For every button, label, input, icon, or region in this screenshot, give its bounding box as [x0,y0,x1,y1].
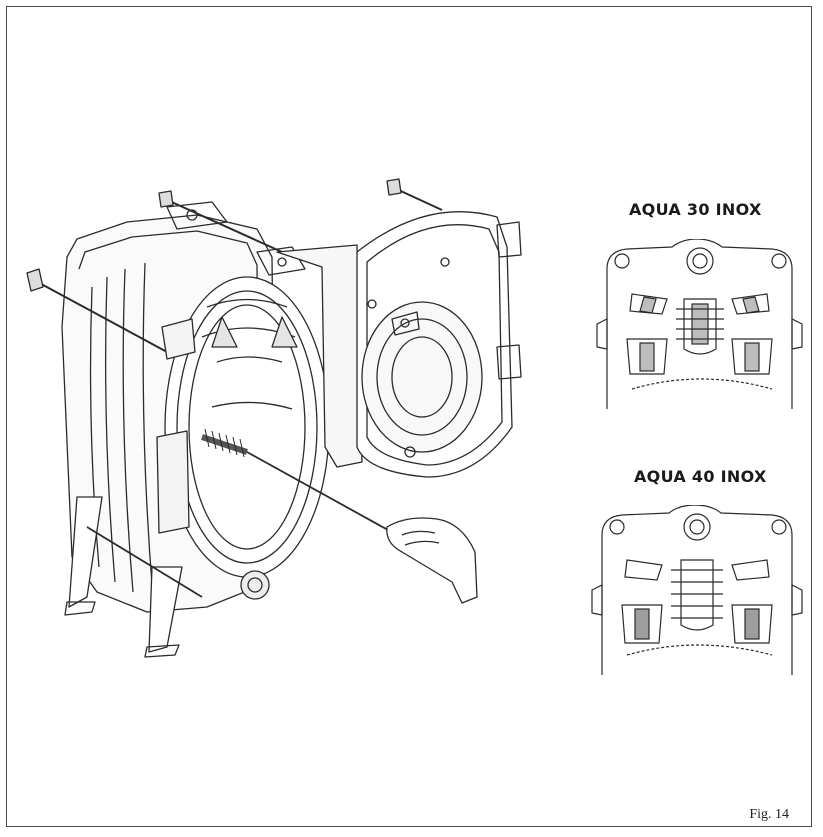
aqua-40-inox-title: AQUA 40 INOX [634,467,767,486]
figure-caption: Fig. 14 [749,807,789,822]
aqua-30-inox-title: AQUA 30 INOX [629,200,762,219]
aqua-40-inox-section-icon [591,505,803,675]
boiler-exploded-illustration [26,178,522,658]
figure-frame: AQUA 30 INOX AQUA 40 INOX [6,6,812,827]
aqua-30-inox-section-icon [596,239,803,409]
